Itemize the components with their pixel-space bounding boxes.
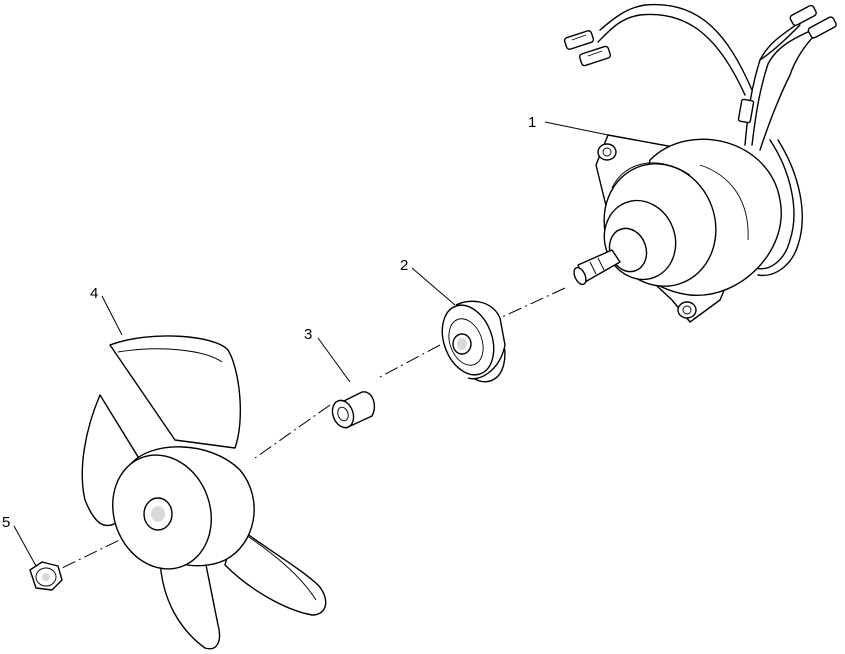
flange-mounting-hole bbox=[677, 301, 697, 319]
fan-blade-wing-top bbox=[109, 335, 242, 449]
wire-connector-left-lower bbox=[578, 45, 612, 67]
fan-motor bbox=[563, 3, 837, 323]
callout-5: 5 bbox=[2, 514, 10, 531]
fan-blade-wing-right bbox=[224, 524, 327, 616]
rubber-mount bbox=[441, 300, 506, 383]
callout-2: 2 bbox=[400, 257, 408, 274]
wire-sleeve bbox=[737, 98, 755, 124]
flange-mounting-hole bbox=[597, 143, 617, 161]
wire-connector-left-upper bbox=[563, 30, 595, 50]
callout-1: 1 bbox=[528, 114, 536, 131]
fan-blade bbox=[81, 335, 327, 650]
wiring-harness bbox=[563, 3, 837, 277]
wire-connector-right-upper bbox=[789, 4, 817, 27]
callout-3: 3 bbox=[304, 326, 312, 343]
spacer bbox=[331, 391, 376, 429]
nut bbox=[29, 561, 63, 591]
callout-4: 4 bbox=[90, 285, 98, 302]
assembly-axis bbox=[57, 287, 566, 571]
wire-connector-right-lower bbox=[807, 16, 837, 39]
fan-blade-wing-bottom bbox=[159, 559, 221, 650]
leader-lines bbox=[13, 121, 609, 567]
